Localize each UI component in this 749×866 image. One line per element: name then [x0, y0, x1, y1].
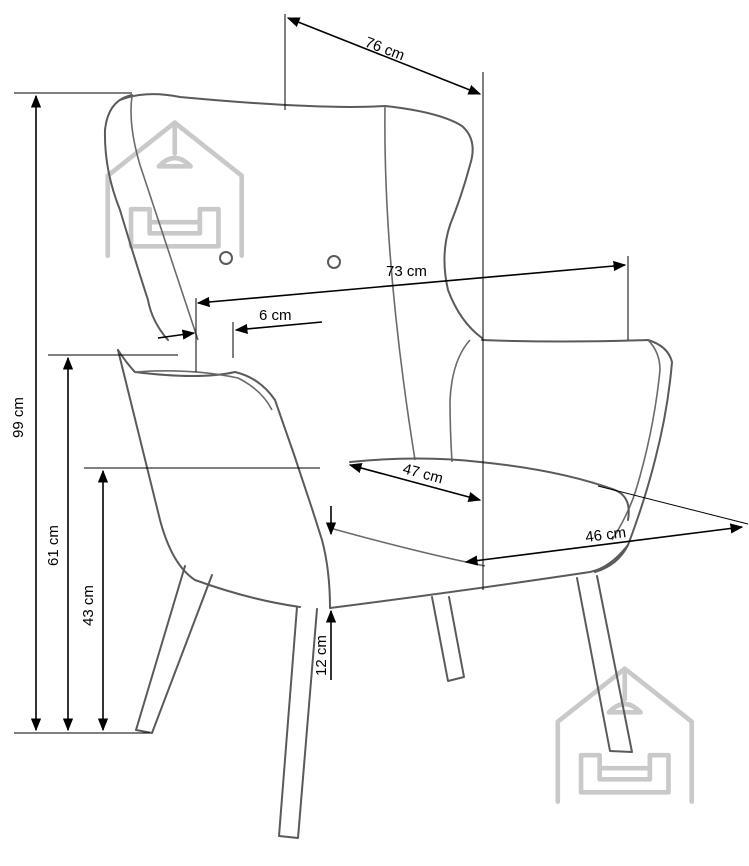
- dimension-lines: 76 cm 73 cm 6 cm 99 cm 61 cm 43 cm 12 cm…: [10, 14, 749, 734]
- back-right-leg: [576, 575, 633, 753]
- dim-label-armrest-width: 6 cm: [259, 307, 292, 324]
- dim-label-leg-clearance: 12 cm: [313, 635, 330, 676]
- dim-line-overall-width: [286, 17, 482, 95]
- dim-line-seat-width: [464, 523, 744, 566]
- dim-label-seat-height: 43 cm: [80, 585, 97, 626]
- seat-front: [329, 544, 629, 609]
- right-armrest: [481, 339, 673, 573]
- backrest-button-left: [219, 251, 233, 265]
- chair-outline: [103, 93, 673, 839]
- front-right-leg: [278, 606, 318, 839]
- dim-line-armrest-right: [234, 321, 323, 335]
- watermark-logo-bottom: [555, 666, 695, 804]
- dim-label-overall-width: 76 cm: [363, 34, 407, 65]
- lamp-icon: [156, 120, 193, 169]
- backrest-seam: [384, 105, 416, 461]
- seat-edge-seam: [329, 527, 486, 567]
- seat-cushion: [349, 457, 630, 521]
- right-armrest-seam: [611, 339, 661, 541]
- dim-line-armrest-left: [157, 329, 196, 340]
- dim-label-seat-width: 46 cm: [584, 524, 627, 546]
- watermark-logo-top: [105, 120, 245, 258]
- backrest-button-right: [327, 255, 341, 269]
- dim-label-armrest-height: 61 cm: [45, 525, 62, 566]
- dim-line-seat-depth: [348, 463, 482, 502]
- front-left-leg: [135, 565, 213, 734]
- left-wing-seam: [130, 95, 199, 341]
- back-left-leg: [431, 596, 465, 682]
- dim-label-total-height: 99 cm: [10, 397, 27, 438]
- left-armrest-outer: [117, 349, 301, 608]
- sofa-icon: [128, 206, 221, 249]
- dim-label-seat-depth: 47 cm: [401, 460, 445, 487]
- right-back-seam: [449, 339, 471, 463]
- left-armrest: [117, 349, 331, 609]
- dim-label-inner-width: 73 cm: [386, 263, 427, 280]
- dim-line-inner-width: [196, 260, 627, 308]
- left-armrest-inner-seam: [134, 370, 273, 411]
- left-wing-edge: [103, 94, 169, 341]
